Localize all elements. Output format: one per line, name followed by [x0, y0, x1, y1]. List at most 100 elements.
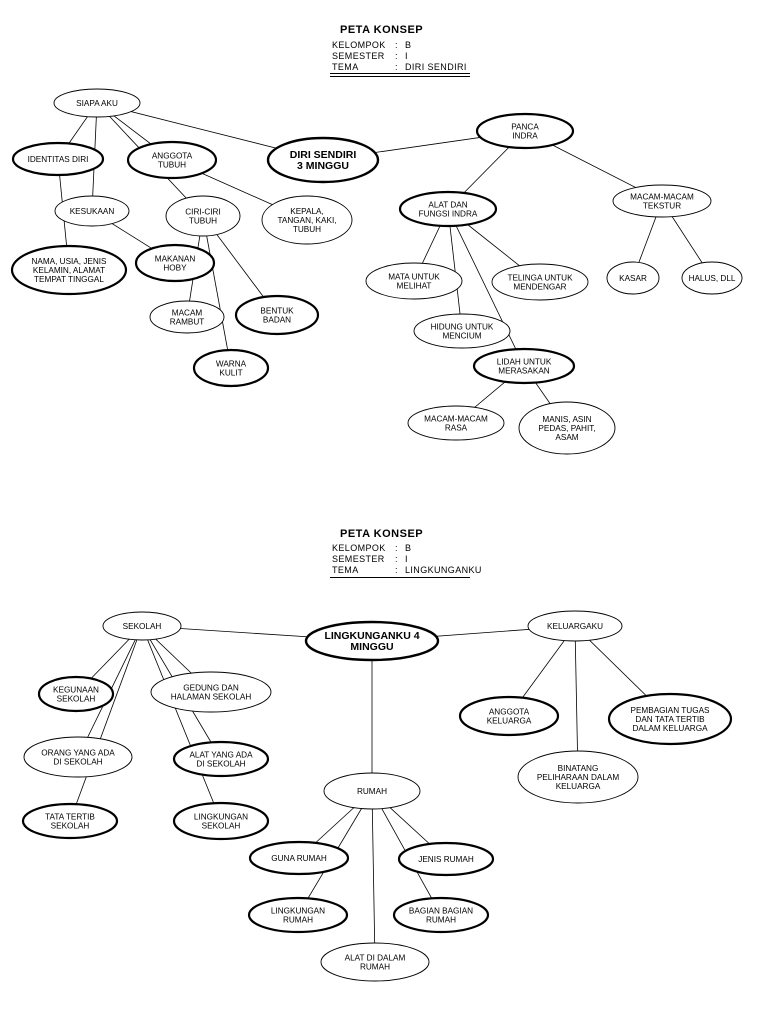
node-ellipse: [126, 140, 218, 180]
node-label: KULIT: [219, 369, 242, 378]
node-label: DI SEKOLAH: [53, 758, 102, 767]
meta-key: KELOMPOK: [332, 543, 386, 553]
node-label: TUBUH: [189, 217, 217, 226]
node-ellipse: [365, 262, 463, 300]
node-ellipse: [320, 942, 430, 982]
node-label: DIRI SENDIRI: [290, 149, 357, 161]
node-label: HALAMAN SEKOLAH: [171, 693, 252, 702]
node-kepala: KEPALA,TANGAN, KAKI,TUBUH: [261, 195, 353, 245]
node-label: NAMA, USIA, JENIS: [31, 257, 107, 266]
node-ellipse: [54, 195, 130, 227]
node-label: MACAM-MACAM: [424, 414, 488, 423]
node-ellipse: [149, 300, 225, 334]
node-label: TUBUH: [158, 161, 186, 170]
node-label: KELUARGA: [487, 717, 532, 726]
node-label: KASAR: [619, 274, 647, 283]
meta-key: TEMA: [332, 565, 359, 575]
node-label: MERASAKAN: [498, 367, 549, 376]
node-label: KELUARGA: [556, 782, 601, 791]
node-ellipse: [607, 692, 733, 746]
node-label: MENCIUM: [442, 332, 481, 341]
node-label: HALUS, DLL: [689, 274, 736, 283]
meta-key: SEMESTER: [332, 554, 385, 564]
node-label: SIAPA AKU: [76, 99, 118, 108]
node-label: BAGIAN BAGIAN: [409, 906, 473, 915]
node-sekolah: SEKOLAH: [102, 611, 182, 641]
header-rule: [330, 76, 470, 77]
node-ellipse: [472, 347, 576, 385]
node-label: RUMAH: [357, 787, 387, 796]
node-label: RUMAH: [426, 916, 456, 925]
node-ellipse: [407, 405, 505, 441]
meta-value: B: [405, 543, 412, 553]
header-rule: [330, 577, 470, 578]
node-label: MELIHAT: [397, 282, 432, 291]
node-guna: GUNA RUMAH: [248, 840, 350, 876]
node-label: KELAMIN, ALAMAT: [33, 266, 105, 275]
meta-key: SEMESTER: [332, 51, 385, 61]
meta-colon: :: [395, 40, 398, 50]
map-1-title: PETA KONSEP: [340, 24, 424, 36]
node-label: PEMBAGIAN TUGAS: [630, 706, 710, 715]
node-label: LINGKUNGAN: [271, 906, 325, 915]
connector-line: [447, 208, 463, 332]
node-ellipse: [392, 896, 490, 934]
node-label: MANIS, ASIN: [542, 415, 591, 424]
connector-line: [202, 215, 232, 369]
node-label: RASA: [445, 424, 468, 433]
node-label: KEPALA,: [290, 207, 324, 216]
node-label: TANGAN, KAKI,: [278, 216, 337, 225]
node-ellipse: [10, 244, 128, 296]
node-label: KELUARGAKU: [547, 622, 603, 631]
map-2-title: PETA KONSEP: [340, 528, 424, 540]
node-siapa: SIAPA AKU: [53, 88, 141, 118]
node-ellipse: [102, 611, 182, 641]
node-label: RUMAH: [283, 916, 313, 925]
node-ellipse: [172, 801, 270, 841]
node-label: RUMAH: [360, 963, 390, 972]
meta-colon: :: [395, 543, 398, 553]
connector-line: [447, 208, 525, 367]
node-label: 3 MINGGU: [297, 160, 349, 172]
node-label: MACAM-MACAM: [630, 192, 694, 201]
node-label: DAN TATA TERTIB: [635, 715, 705, 724]
node-ellipse: [323, 772, 421, 810]
node-label: KESUKAAN: [70, 207, 115, 216]
node-halus: HALUS, DLL: [681, 261, 743, 295]
connector-line: [371, 790, 376, 963]
node-ellipse: [517, 750, 639, 804]
node-label: BENTUK: [260, 306, 294, 315]
node-label: KEGUNAAN: [53, 685, 99, 694]
node-ellipse: [37, 675, 115, 713]
node-label: PELIHARAAN DALAM: [537, 773, 620, 782]
node-label: TELINGA UNTUK: [507, 273, 573, 282]
node-label: CIRI-CIRI: [185, 207, 220, 216]
node-ellipse: [21, 802, 119, 840]
node-ellipse: [53, 88, 141, 118]
node-kesukaan: KESUKAAN: [54, 195, 130, 227]
node-label: JENIS RUMAH: [418, 855, 474, 864]
meta-key: KELOMPOK: [332, 40, 386, 50]
connector-line: [69, 625, 143, 822]
meta-colon: :: [395, 62, 398, 72]
node-ellipse: [304, 620, 440, 662]
